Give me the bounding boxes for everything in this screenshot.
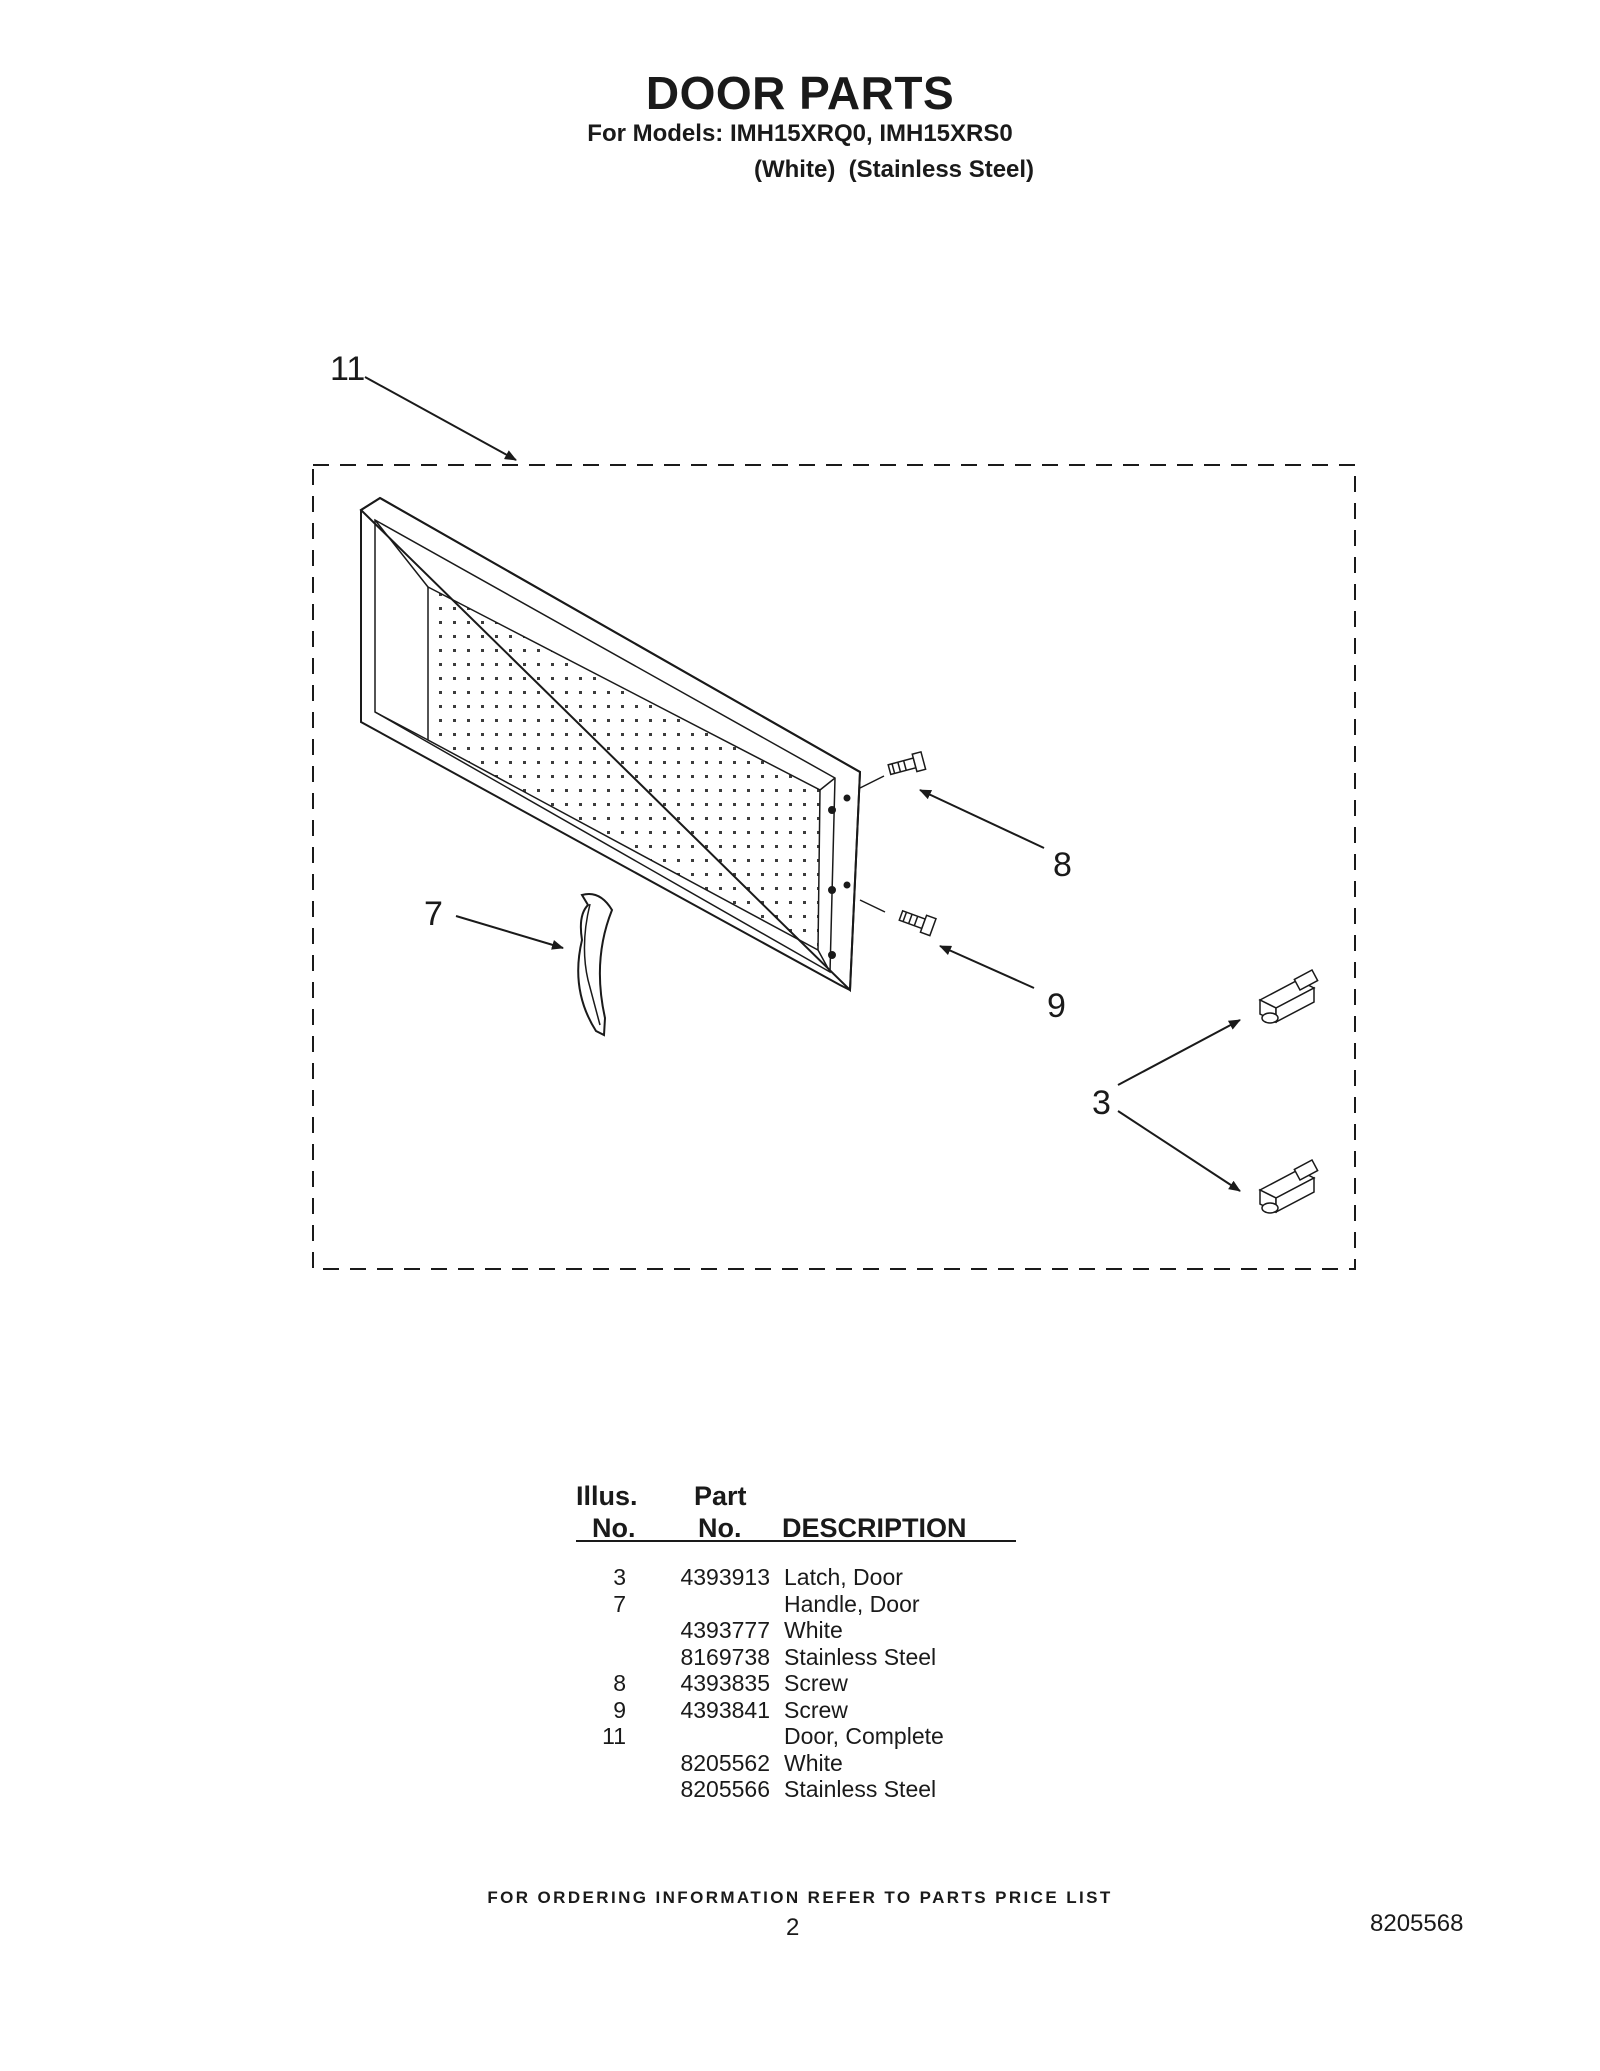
row-description: Stainless Steel	[784, 1643, 937, 1670]
callout-7: 7	[424, 895, 443, 933]
table-row: 9 4393841 Screw	[576, 1697, 1016, 1724]
arrow-latch-upper	[1117, 1019, 1241, 1086]
latch-upper	[1258, 968, 1319, 1024]
row-part-no: 4393835	[680, 1670, 770, 1696]
callout-9: 9	[1047, 987, 1066, 1025]
screw-lower-leader	[859, 899, 886, 913]
table-row: 4393777 White	[576, 1617, 1016, 1644]
door-handle	[577, 893, 614, 1037]
table-row: 11 Door, Complete	[576, 1723, 1016, 1750]
row-part-no: 4393913	[680, 1564, 770, 1590]
table-row: 8205562 White	[576, 1750, 1016, 1777]
row-description: White	[784, 1617, 843, 1643]
row-part-no: 4393841	[680, 1696, 770, 1723]
table-row: 8 4393835 Screw	[576, 1670, 1016, 1697]
row-description: Stainless Steel	[784, 1776, 937, 1802]
row-part-no: 8205566	[680, 1776, 770, 1802]
ordering-note: FOR ORDERING INFORMATION REFER TO PARTS …	[487, 1888, 1113, 1907]
exploded-parts-diagram: 11 7 8 9 3	[312, 350, 1356, 1270]
header-description: DESCRIPTION	[782, 1513, 967, 1543]
row-illus-no: 3	[613, 1564, 626, 1590]
header-part-line2: No.	[698, 1513, 742, 1543]
row-description: Latch, Door	[784, 1564, 903, 1590]
header-part-line1: Part	[694, 1481, 747, 1511]
row-description: Screw	[784, 1696, 848, 1723]
arrow-handle	[455, 915, 564, 950]
door-panel	[359, 496, 862, 993]
screw-upper	[887, 750, 927, 776]
arrow-door	[364, 376, 517, 461]
screw-lower	[898, 909, 937, 937]
callout-8: 8	[1053, 846, 1072, 884]
row-description: Screw	[784, 1670, 848, 1696]
models-subtitle: For Models: IMH15XRQ0, IMH15XRS0	[587, 120, 1013, 147]
row-part-no: 8205562	[680, 1749, 770, 1776]
row-description: White	[784, 1749, 843, 1776]
table-row: 7 Handle, Door	[576, 1591, 1016, 1618]
row-description: Handle, Door	[784, 1590, 920, 1617]
row-illus-no: 9	[613, 1696, 626, 1723]
row-part-no: 4393777	[680, 1617, 770, 1643]
page-title: DOOR PARTS	[645, 67, 955, 119]
table-row: 8205566 Stainless Steel	[576, 1776, 1016, 1803]
screw-upper-leader	[859, 775, 885, 789]
table-row: 8169738 Stainless Steel	[576, 1644, 1016, 1671]
header-rule	[576, 1540, 1016, 1542]
callout-arrows	[364, 376, 1241, 1192]
document-number: 8205568	[1370, 1910, 1464, 1937]
row-part-no: 8169738	[680, 1643, 770, 1670]
row-description: Door, Complete	[784, 1723, 944, 1749]
callout-11: 11	[330, 350, 365, 388]
header-illus-line1: Illus.	[576, 1481, 638, 1511]
latch-lower	[1258, 1158, 1319, 1214]
table-row: 3 4393913 Latch, Door	[576, 1564, 1016, 1591]
door-assembly-boundary	[312, 464, 1356, 1270]
row-illus-no: 11	[602, 1723, 626, 1749]
arrow-screw-lower	[939, 945, 1035, 989]
arrow-latch-lower	[1117, 1110, 1241, 1192]
row-illus-no: 8	[613, 1670, 626, 1696]
callout-3: 3	[1092, 1084, 1111, 1122]
model-variants: (White) (Stainless Steel)	[754, 156, 1035, 183]
header-illus-line2: No.	[592, 1513, 636, 1543]
arrow-screw-upper	[919, 789, 1045, 849]
page-number: 2	[786, 1914, 800, 1941]
row-illus-no: 7	[613, 1590, 626, 1617]
